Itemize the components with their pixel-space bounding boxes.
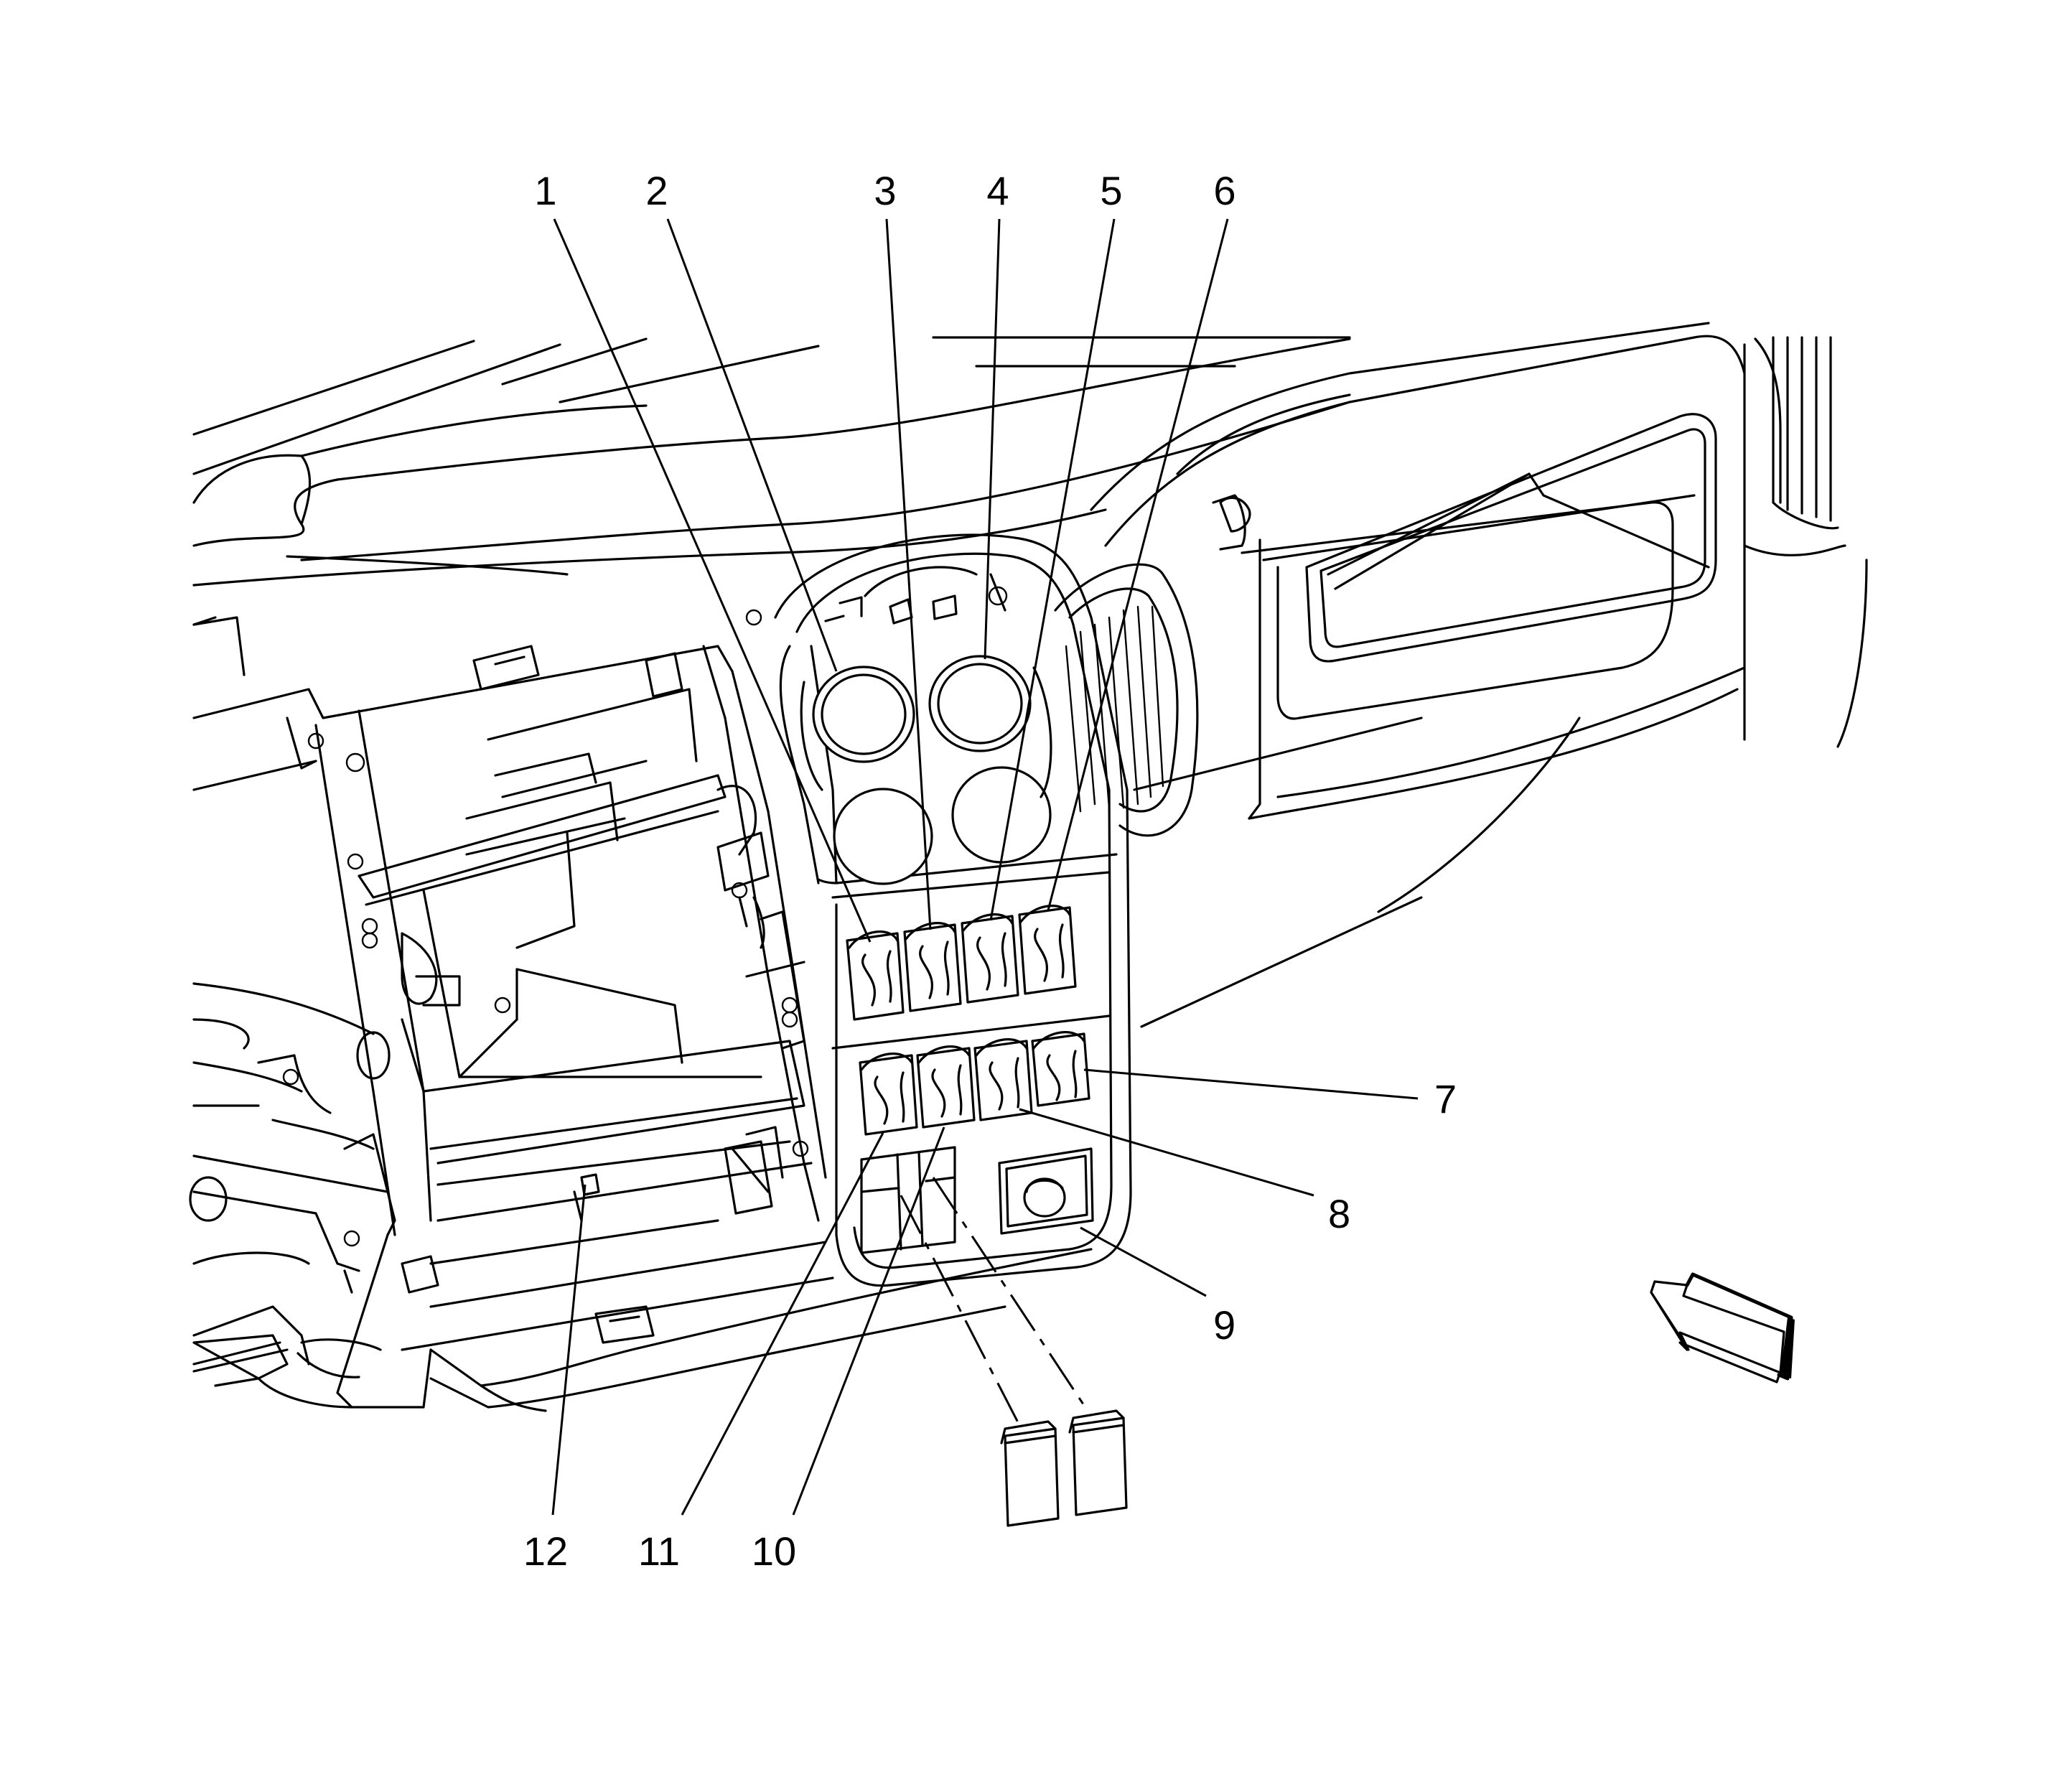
switch-lower-3 (973, 1038, 1033, 1121)
switch-upper-3 (961, 913, 1019, 1004)
callout-10: 10 (752, 1529, 796, 1574)
callout-4: 4 (986, 168, 1009, 213)
callout-2: 2 (645, 168, 668, 213)
connectors (900, 1177, 1128, 1527)
leader-12 (551, 1184, 587, 1516)
glove-box-area (1090, 322, 1868, 1028)
upper-switch-row (846, 905, 1077, 1021)
leader-5 (989, 218, 1116, 921)
callout-3: 3 (874, 168, 896, 213)
callout-8: 8 (1328, 1191, 1350, 1236)
switch-upper-1 (846, 930, 905, 1021)
leader-3 (885, 218, 932, 930)
leader-8 (1019, 1108, 1314, 1197)
center-bezel (774, 533, 1132, 1287)
callout-12: 12 (523, 1529, 568, 1574)
callout-9: 9 (1213, 1302, 1235, 1348)
switch-upper-2 (903, 922, 962, 1012)
callout-labels: 1 2 3 4 5 6 7 8 9 10 11 12 (523, 168, 1457, 1574)
leader-9 (1080, 1226, 1207, 1297)
callout-7: 7 (1434, 1076, 1457, 1121)
leader-6 (1047, 218, 1229, 911)
switch-lower-1 (859, 1053, 918, 1136)
dash-top-contour (192, 336, 1351, 626)
switch-lower-2 (916, 1045, 976, 1129)
left-lower-structure (192, 982, 1093, 1412)
callout-11: 11 (638, 1529, 680, 1574)
radio-cavity-frame (192, 616, 834, 1351)
leader-7 (1083, 1068, 1419, 1100)
switch-upper-4 (1018, 905, 1077, 995)
callout-6: 6 (1213, 168, 1235, 213)
leader-1 (553, 218, 872, 943)
leader-10 (792, 1126, 945, 1516)
view-direction-arrow-icon (1650, 1272, 1795, 1383)
leader-2 (666, 218, 838, 672)
callout-5: 5 (1100, 168, 1122, 213)
leader-11 (681, 1132, 884, 1516)
lower-panel (860, 1146, 1094, 1254)
switch-lower-4 (1031, 1031, 1090, 1107)
lower-switch-row (859, 1031, 1090, 1136)
callout-1: 1 (534, 168, 556, 213)
gauges (800, 655, 1052, 885)
leader-lines (551, 218, 1419, 1516)
leader-4 (984, 218, 1001, 660)
center-air-vent (1054, 563, 1199, 837)
fasteners (189, 609, 809, 1247)
